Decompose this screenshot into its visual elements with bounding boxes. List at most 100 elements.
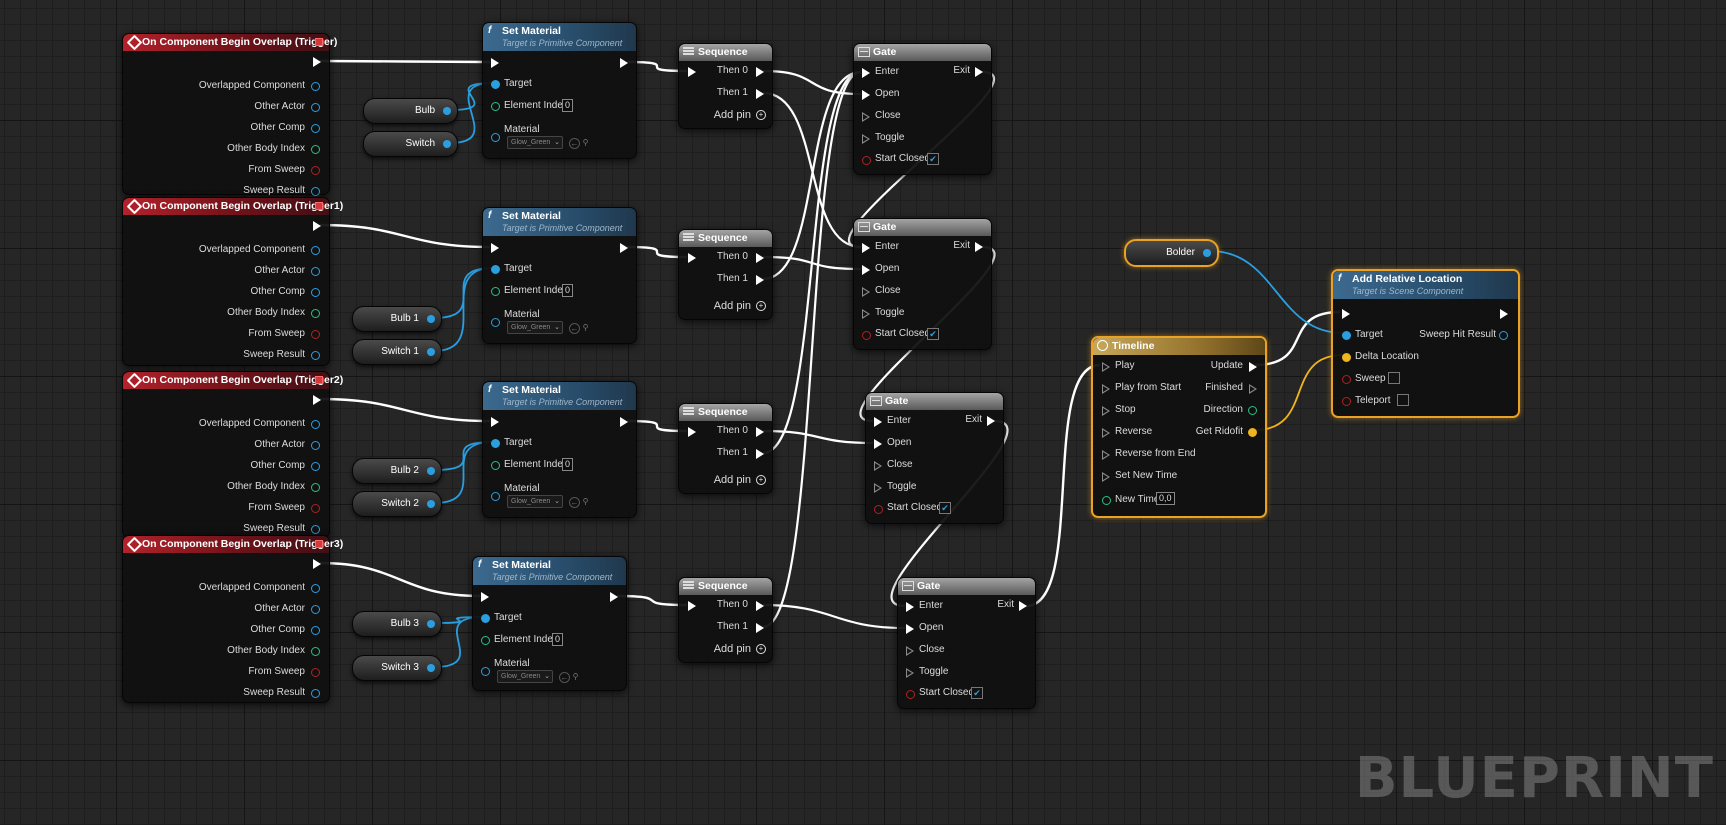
- event-output-pin[interactable]: [311, 103, 320, 112]
- target-pin[interactable]: [491, 80, 500, 89]
- use-selected-asset-icon[interactable]: ←: [569, 138, 580, 149]
- toggle-pin[interactable]: [862, 134, 870, 144]
- use-selected-asset-icon[interactable]: ←: [559, 672, 570, 683]
- timeline-input-pin[interactable]: [1102, 472, 1110, 482]
- start-closed-pin[interactable]: [906, 690, 915, 699]
- variable-output-pin[interactable]: [427, 348, 435, 356]
- event-output-pin[interactable]: [311, 647, 320, 656]
- variable-output-pin[interactable]: [427, 500, 435, 508]
- element-index-pin[interactable]: [491, 102, 500, 111]
- start-closed-pin[interactable]: [862, 156, 871, 165]
- event-output-pin[interactable]: [311, 504, 320, 513]
- toggle-pin[interactable]: [906, 668, 914, 678]
- exec-out-pin[interactable]: [313, 395, 321, 405]
- exec-in-pin[interactable]: [688, 67, 696, 77]
- event-output-pin[interactable]: [311, 605, 320, 614]
- switch-variable-2[interactable]: Switch 2: [352, 491, 442, 517]
- toggle-pin[interactable]: [862, 309, 870, 319]
- add-pin-button[interactable]: Add pin+: [714, 300, 766, 312]
- event-output-pin[interactable]: [311, 309, 320, 318]
- teleport-pin[interactable]: [1342, 397, 1351, 406]
- new-time-field[interactable]: 0,0: [1156, 492, 1175, 505]
- then0-pin[interactable]: [756, 253, 764, 263]
- then0-pin[interactable]: [756, 601, 764, 611]
- element-index-pin[interactable]: [481, 636, 490, 645]
- exec-out-pin[interactable]: [610, 592, 618, 602]
- exit-pin[interactable]: [975, 242, 983, 252]
- sweep-pin[interactable]: [1342, 375, 1351, 384]
- event-output-pin[interactable]: [311, 626, 320, 635]
- event-output-pin[interactable]: [311, 82, 320, 91]
- bulb-variable-1[interactable]: Bulb 1: [352, 306, 442, 332]
- close-pin[interactable]: [906, 646, 914, 656]
- open-pin[interactable]: [862, 265, 870, 275]
- exit-pin[interactable]: [1019, 601, 1027, 611]
- timeline-input-pin[interactable]: [1102, 450, 1110, 460]
- exec-in-pin[interactable]: [491, 243, 499, 253]
- target-pin[interactable]: [491, 265, 500, 274]
- sweep-checkbox[interactable]: [1388, 372, 1400, 384]
- use-selected-asset-icon[interactable]: ←: [569, 497, 580, 508]
- event-node-trigger2[interactable]: On Component Begin Overlap (Trigger2)Ove…: [122, 371, 343, 538]
- enter-pin[interactable]: [862, 68, 870, 78]
- variable-output-pin[interactable]: [1203, 249, 1211, 257]
- event-output-pin[interactable]: [311, 483, 320, 492]
- event-output-pin[interactable]: [311, 584, 320, 593]
- timeline-input-pin[interactable]: [1102, 362, 1110, 372]
- material-dropdown[interactable]: Glow_Green⌄: [497, 670, 553, 683]
- material-pin[interactable]: [491, 492, 500, 501]
- material-pin[interactable]: [481, 667, 490, 676]
- event-output-pin[interactable]: [311, 124, 320, 133]
- add-pin-button[interactable]: Add pin+: [714, 643, 766, 655]
- variable-output-pin[interactable]: [427, 467, 435, 475]
- exec-in-pin[interactable]: [491, 58, 499, 68]
- material-pin[interactable]: [491, 133, 500, 142]
- get-ridofit-pin[interactable]: [1248, 428, 1257, 437]
- material-dropdown[interactable]: Glow_Green⌄: [507, 495, 563, 508]
- use-selected-asset-icon[interactable]: ←: [569, 323, 580, 334]
- switch-variable-1[interactable]: Switch 1: [352, 339, 442, 365]
- close-pin[interactable]: [862, 112, 870, 122]
- then0-pin[interactable]: [756, 67, 764, 77]
- browse-asset-icon[interactable]: ⚲: [582, 323, 589, 332]
- element-index-field[interactable]: 0: [562, 458, 574, 471]
- start-closed-checkbox[interactable]: ✔: [971, 687, 983, 699]
- event-output-pin[interactable]: [311, 462, 320, 471]
- then1-pin[interactable]: [756, 275, 764, 285]
- sweep-hit-pin[interactable]: [1499, 331, 1508, 340]
- then1-pin[interactable]: [756, 623, 764, 633]
- event-output-pin[interactable]: [311, 145, 320, 154]
- exec-in-pin[interactable]: [688, 253, 696, 263]
- material-dropdown[interactable]: Glow_Green⌄: [507, 136, 563, 149]
- element-index-field[interactable]: 0: [562, 284, 574, 297]
- event-output-pin[interactable]: [311, 441, 320, 450]
- close-pin[interactable]: [874, 461, 882, 471]
- update-pin[interactable]: [1249, 362, 1257, 372]
- add-pin-button[interactable]: Add pin+: [714, 109, 766, 121]
- finished-pin[interactable]: [1249, 384, 1257, 394]
- start-closed-checkbox[interactable]: ✔: [927, 153, 939, 165]
- exec-in-pin[interactable]: [688, 601, 696, 611]
- event-output-pin[interactable]: [311, 187, 320, 196]
- element-index-field[interactable]: 0: [562, 99, 574, 112]
- exit-pin[interactable]: [987, 416, 995, 426]
- bulb-variable-3[interactable]: Bulb 3: [352, 611, 442, 637]
- element-index-pin[interactable]: [491, 461, 500, 470]
- enter-pin[interactable]: [874, 417, 882, 427]
- timeline-input-pin[interactable]: [1102, 384, 1110, 394]
- element-index-pin[interactable]: [491, 287, 500, 296]
- bulb-variable-2[interactable]: Bulb 2: [352, 458, 442, 484]
- browse-asset-icon[interactable]: ⚲: [582, 497, 589, 506]
- switch-variable-3[interactable]: Switch 3: [352, 655, 442, 681]
